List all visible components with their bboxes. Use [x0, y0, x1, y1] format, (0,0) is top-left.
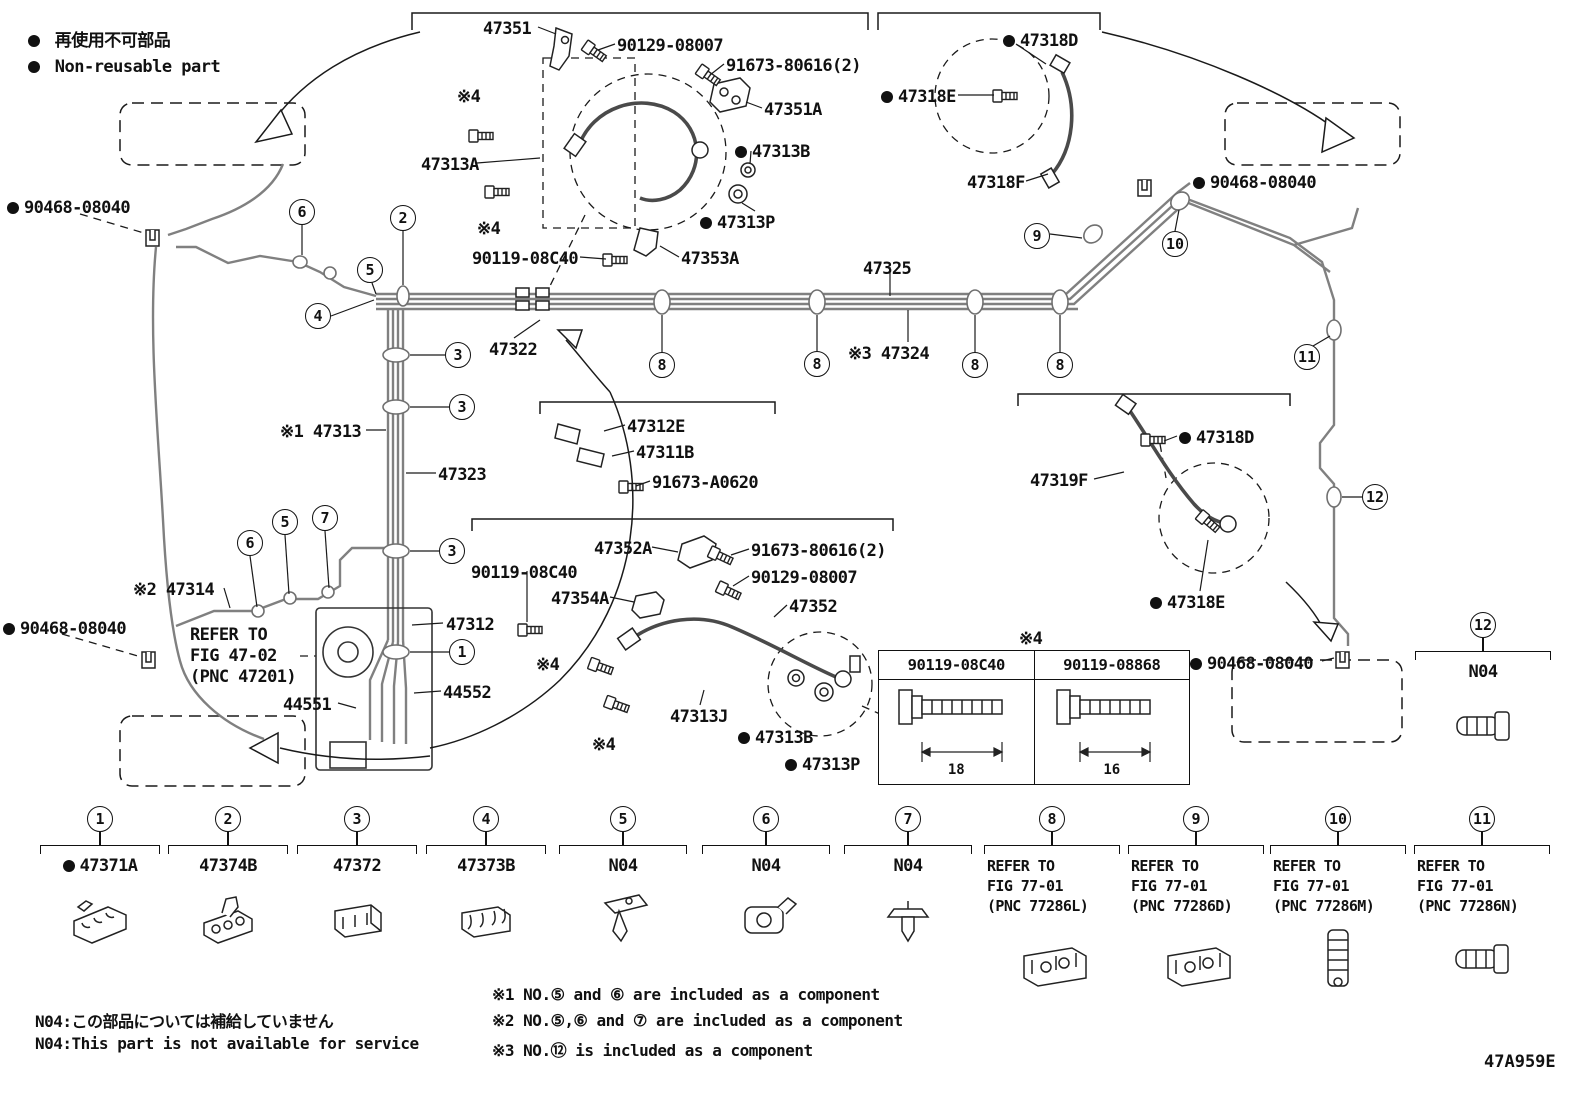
leader-lines — [223, 26, 1362, 709]
dashed-reference-boxes — [119, 102, 1403, 787]
bolt-table-header-1: 90119-08C40 — [879, 651, 1035, 679]
fittings-and-brackets — [515, 26, 1237, 702]
bolt-table-header-2: 90119-08868 — [1063, 656, 1161, 674]
bolt-length-dim: 16 — [1098, 762, 1126, 778]
legend-text-jp: 再使用不可部品 — [54, 31, 171, 51]
bolt-side-view-icon — [898, 689, 1004, 762]
flow-arrow-heads — [248, 108, 1356, 765]
bolt-drawing-16mm: 16 — [1035, 680, 1190, 784]
group-bracket-lines — [411, 12, 1291, 531]
note-ref1: ※1 NO.⑤ and ⑥ are included as a componen… — [492, 985, 880, 1004]
flow-arrow-tails — [273, 31, 1335, 761]
bolt-size-table: 90119-08C40 90119-08868 — [878, 650, 1190, 785]
dashed-detail-circles — [61, 38, 1270, 737]
bolt-length-dim: 18 — [942, 762, 970, 778]
legend: 再使用不可部品 Non-reusable part — [28, 26, 221, 83]
non-reusable-dot-icon — [28, 61, 40, 73]
bolt-side-view-icon — [1056, 689, 1152, 762]
flexible-hoses — [576, 71, 1225, 679]
bolt-drawing-18mm: 18 — [879, 680, 1035, 784]
note-ref2: ※2 NO.⑤,⑥ and ⑦ are included as a compon… — [492, 1011, 903, 1030]
legend-text-en: Non-reusable part — [54, 57, 221, 77]
diagram-code: 47A959E — [1484, 1052, 1556, 1072]
note-n04-jp: N04:この部品については補給していません — [35, 1012, 334, 1031]
fuel-line-tubes — [151, 163, 1360, 744]
note-n04-en: N04:This part is not available for servi… — [35, 1034, 419, 1053]
tube-clip-ovals — [251, 191, 1342, 660]
non-reusable-dot-icon — [28, 35, 40, 47]
note-ref3: ※3 NO.⑫ is included as a component — [492, 1041, 813, 1060]
component-44551 — [315, 607, 433, 771]
